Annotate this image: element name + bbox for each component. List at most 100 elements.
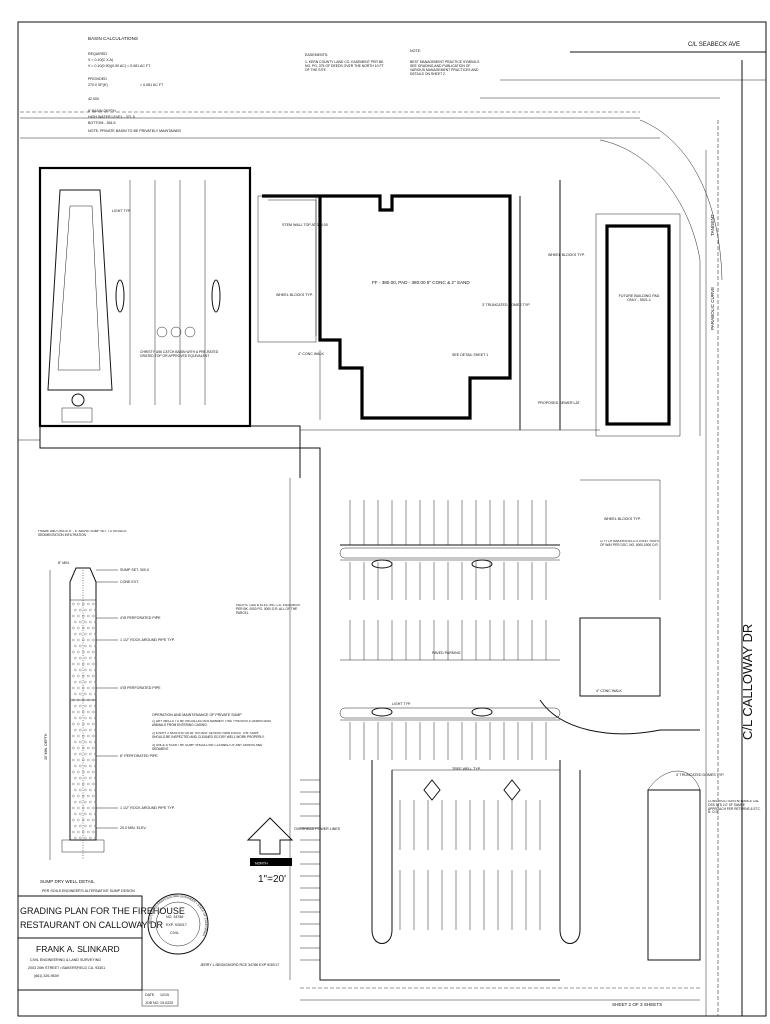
stamp-exp: EXP. 9/30/17 xyxy=(166,923,187,927)
rock-aggregate xyxy=(84,656,87,660)
rock-aggregate xyxy=(87,806,90,810)
frame-grate-note: FRAME AND GRATE 6" - 6" ABOVE SUMP SET. … xyxy=(38,530,127,537)
basin-line: 270.0 SF(8') xyxy=(88,83,108,87)
rock-aggregate xyxy=(72,650,75,654)
rock-aggregate xyxy=(72,626,75,630)
basin-line: BOTTOM - 364.5 xyxy=(88,121,116,125)
rock-aggregate xyxy=(84,812,87,816)
rock-aggregate xyxy=(79,740,82,744)
rock-aggregate xyxy=(82,710,85,714)
sump-callout: 4"Ø PERFORATED PIPE xyxy=(120,616,161,620)
rock-aggregate xyxy=(74,788,77,792)
rock-aggregate xyxy=(82,614,85,618)
rock-aggregate xyxy=(89,704,92,708)
curb-annotations: 4" CONC WALK 4" CONC WALK WHEEL BLOCKS T… xyxy=(298,253,724,777)
rock-aggregate xyxy=(84,728,87,732)
rock-aggregate xyxy=(79,776,82,780)
rock-aggregate xyxy=(89,692,92,696)
rock-aggregate xyxy=(94,836,97,840)
rock-aggregate xyxy=(82,674,85,678)
rock-aggregate xyxy=(87,758,90,762)
rock-aggregate xyxy=(72,638,75,642)
rock-aggregate xyxy=(79,824,82,828)
rock-aggregate xyxy=(72,794,75,798)
rock-aggregate xyxy=(72,674,75,678)
sump-callout: 1 1/2" ROCK AROUND PIPE TYP. xyxy=(120,806,175,810)
basin-line: V = 0.10(C X A) xyxy=(88,58,113,62)
rock-aggregate xyxy=(89,740,92,744)
wheel-blocks-label: WHEEL BLOCKS TYP. xyxy=(276,293,313,297)
engineer-signature-line: JERRY L NEIDIGNORD RCE 34786 EXP 9/30/17 xyxy=(200,963,279,967)
rock-aggregate xyxy=(89,632,92,636)
rock-aggregate xyxy=(72,770,75,774)
rock-aggregate xyxy=(77,758,80,762)
drainage-inlet xyxy=(71,393,85,407)
south-parking-lot: TREE WELL TYP. OVERHEAD POWER LINES xyxy=(294,760,701,961)
light-pole xyxy=(371,559,393,569)
sump-detail-footer: PER SOILS ENGINEER'S ALTERNATIVE SUMP DE… xyxy=(42,889,135,893)
rock-aggregate xyxy=(94,728,97,732)
rock-aggregate xyxy=(74,680,77,684)
rock-aggregate xyxy=(77,770,80,774)
rock-aggregate xyxy=(87,614,90,618)
light-typ-label: LIGHT TYP. xyxy=(392,702,411,706)
bmp-note-title: NOTE: xyxy=(410,49,421,53)
basin-line: 42,000 xyxy=(88,97,99,101)
company-phone: (661) 326-9639 xyxy=(34,974,59,978)
rock-aggregate xyxy=(94,644,97,648)
rock-aggregate xyxy=(74,668,77,672)
rock-aggregate xyxy=(87,698,90,702)
depth-label: 30' MIN. DEPTH xyxy=(44,733,48,760)
seabeck-ave: C/L SEABECK AVE xyxy=(480,42,766,99)
catch-basin-note: CHRISTY U56 CATCH BASIN WITH A PRE-RATED… xyxy=(140,350,218,358)
rock-aggregate xyxy=(89,788,92,792)
rock-aggregate xyxy=(92,686,95,690)
building-outline xyxy=(262,194,512,420)
rock-aggregate xyxy=(84,680,87,684)
wheel-blocks-label: WHEEL BLOCKS TYP. xyxy=(548,253,585,257)
tangent-label: TANGENT xyxy=(710,214,715,236)
rock-aggregate xyxy=(72,662,75,666)
west-parking-stalls xyxy=(115,180,221,405)
rock-aggregate xyxy=(87,722,90,726)
rock-aggregate xyxy=(84,632,87,636)
future-building-outline xyxy=(605,224,671,426)
rock-aggregate xyxy=(72,686,75,690)
rock-aggregate xyxy=(72,734,75,738)
light-pole xyxy=(471,707,493,717)
rock-aggregate xyxy=(79,752,82,756)
rock-aggregate xyxy=(94,692,97,696)
rock-aggregate xyxy=(94,668,97,672)
sump-callout: 1 1/2" ROCK AROUND PIPE TYP. xyxy=(120,638,175,642)
rock-aggregate xyxy=(72,782,75,786)
calloway-dr: C/L CALLOWAY DR PARABOLIC CURVE TANGENT xyxy=(705,60,755,1016)
south-stalls xyxy=(300,779,541,961)
tree-well xyxy=(503,779,521,801)
rock-aggregate xyxy=(94,812,97,816)
rock-aggregate xyxy=(79,800,82,804)
rock-aggregate xyxy=(84,824,87,828)
rock-aggregate xyxy=(82,806,85,810)
rock-aggregate xyxy=(74,740,77,744)
rock-aggregate xyxy=(92,650,95,654)
rock-aggregate xyxy=(74,632,77,636)
rock-aggregate xyxy=(74,656,77,660)
rock-aggregate xyxy=(92,782,95,786)
tree-well-label: TREE WELL TYP. xyxy=(452,767,481,771)
planter-island xyxy=(211,279,221,313)
rock-aggregate xyxy=(94,824,97,828)
rock-aggregate xyxy=(79,692,82,696)
rock-aggregate xyxy=(74,776,77,780)
basin-boundary xyxy=(38,166,252,428)
rock-aggregate xyxy=(94,680,97,684)
rock-aggregate xyxy=(79,704,82,708)
basin-bottom xyxy=(47,189,113,391)
rock-aggregate xyxy=(94,716,97,720)
rock-aggregate xyxy=(77,650,80,654)
rock-aggregate xyxy=(79,620,82,624)
truncated-domes-label: 3' TRUNCATED DOMES TYP. xyxy=(482,303,530,307)
light-typ-label: LIGHT TYP. xyxy=(112,209,131,213)
rock-aggregate xyxy=(87,782,90,786)
rock-aggregate xyxy=(89,608,92,612)
